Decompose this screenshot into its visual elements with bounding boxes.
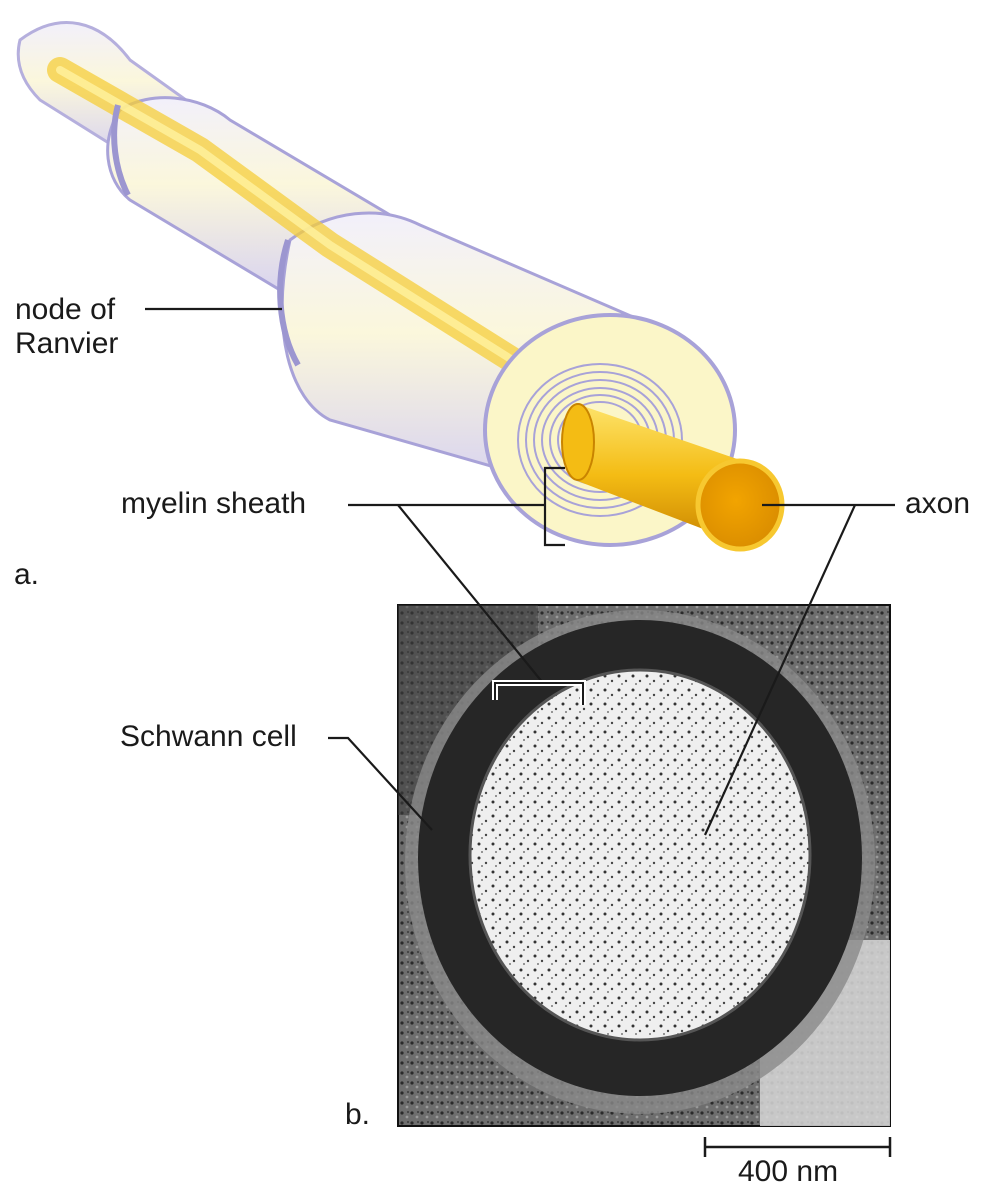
schwann-cell-label: Schwann cell — [120, 720, 297, 754]
scale-bar-label: 400 nm — [738, 1155, 838, 1189]
panel-a-label: a. — [14, 558, 39, 592]
node-of-ranvier-label-line2: Ranvier — [15, 327, 118, 361]
axon-label: axon — [905, 487, 970, 521]
axon-illustration — [18, 23, 782, 549]
node-of-ranvier-label-line1: node of — [15, 293, 118, 327]
node-of-ranvier-label: node of Ranvier — [15, 293, 118, 361]
electron-micrograph — [398, 605, 890, 1126]
myelin-sheath-label: myelin sheath — [121, 487, 306, 521]
axoplasm — [470, 670, 810, 1040]
panel-b-label: b. — [345, 1098, 370, 1132]
axon-shaft-start — [562, 404, 594, 480]
